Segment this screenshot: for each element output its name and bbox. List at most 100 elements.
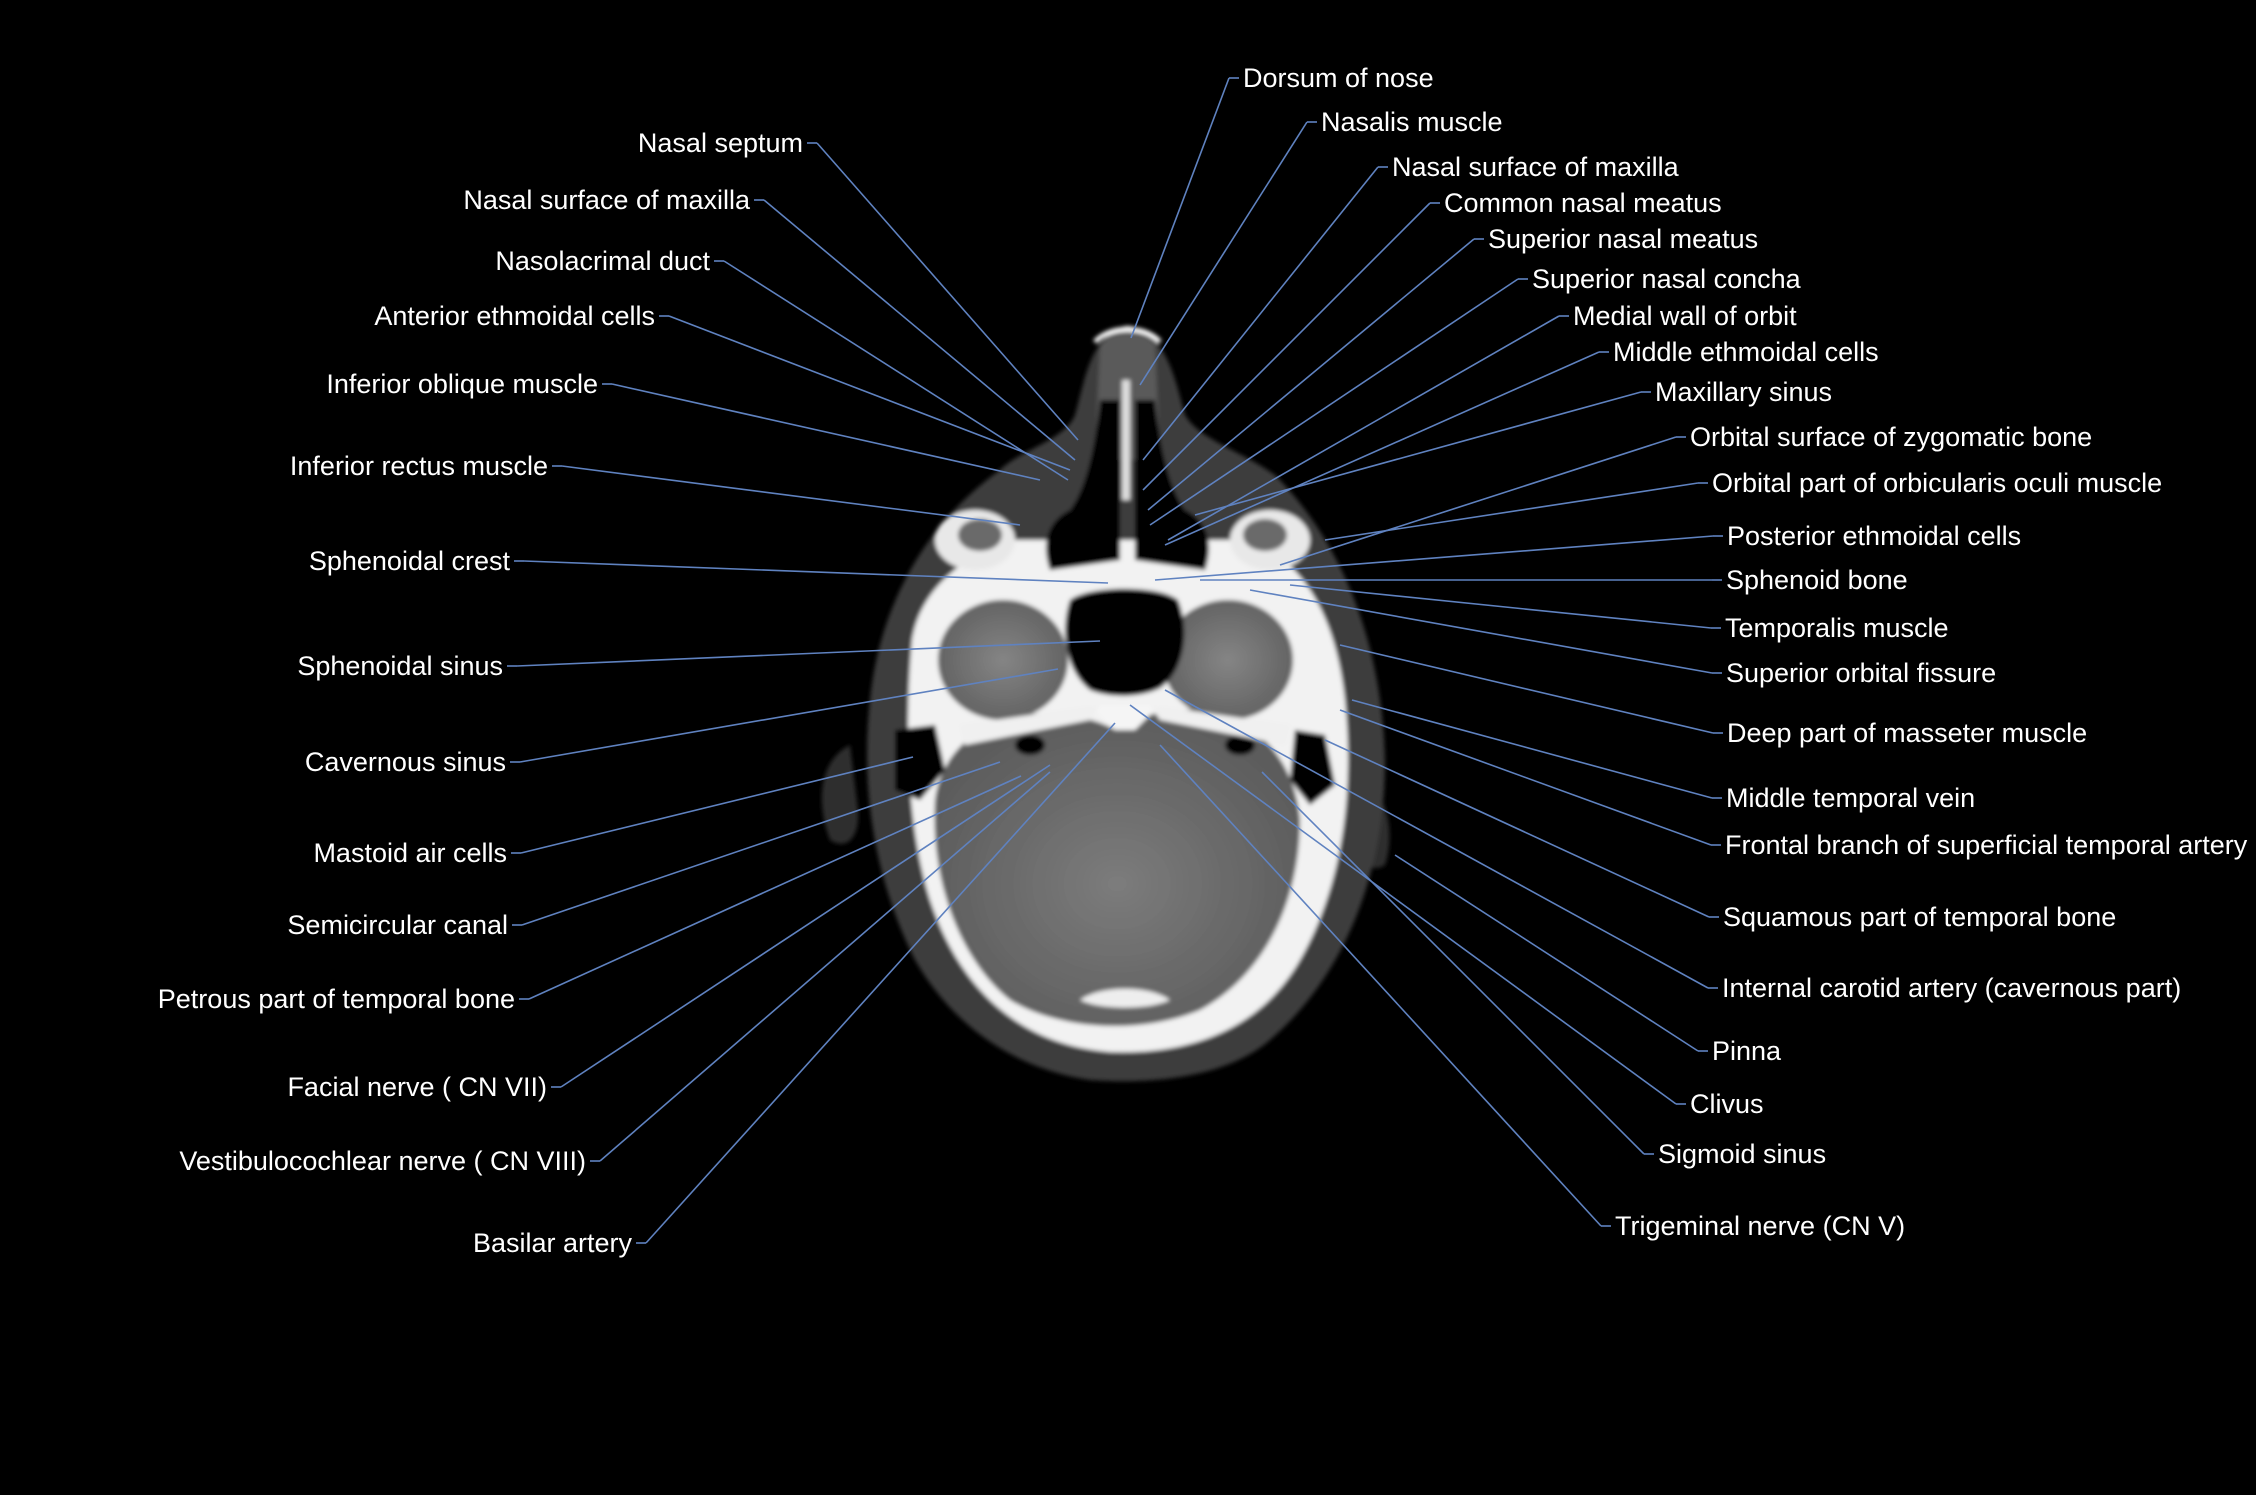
- annotation-dorsum-of-nose: Dorsum of nose: [1130, 63, 1434, 339]
- leader-line-deep-part-of-masseter-muscle: [1339, 644, 1714, 734]
- left-mastoid-air: [895, 725, 945, 800]
- label-nasolacrimal-duct: Nasolacrimal duct: [495, 246, 710, 276]
- label-sigmoid-sinus: Sigmoid sinus: [1658, 1139, 1826, 1169]
- annotation-basilar-artery: Basilar artery: [473, 722, 1116, 1258]
- left-orbit-content: [958, 519, 1002, 551]
- annotation-deep-part-of-masseter-muscle: Deep part of masseter muscle: [1339, 644, 2087, 748]
- label-sphenoidal-crest: Sphenoidal crest: [309, 546, 511, 576]
- right-ear-canal: [1225, 735, 1255, 755]
- annotation-nasal-surface-of-maxilla-left: Nasal surface of maxilla: [463, 185, 1076, 461]
- leader-line-squamous-part-of-temporal-bone: [1324, 739, 1710, 918]
- label-nasal-septum: Nasal septum: [638, 128, 803, 158]
- annotation-medial-wall-of-orbit: Medial wall of orbit: [1167, 301, 1797, 541]
- label-nasal-surface-of-maxilla-left: Nasal surface of maxilla: [463, 185, 751, 215]
- annotation-maxillary-sinus: Maxillary sinus: [1194, 377, 1832, 516]
- annotation-pinna: Pinna: [1394, 854, 1782, 1066]
- label-deep-part-of-masseter-muscle: Deep part of masseter muscle: [1727, 718, 2087, 748]
- label-mastoid-air-cells: Mastoid air cells: [313, 838, 507, 868]
- leader-line-sphenoidal-sinus: [516, 640, 1101, 667]
- label-basilar-artery: Basilar artery: [473, 1228, 633, 1258]
- label-dorsum-of-nose: Dorsum of nose: [1243, 63, 1434, 93]
- leader-line-nasal-surface-of-maxilla-right: [1142, 166, 1379, 461]
- leader-line-semicircular-canal: [521, 761, 1001, 926]
- left-temporal-lobe: [938, 600, 1068, 720]
- leader-line-superior-nasal-concha: [1149, 278, 1519, 526]
- label-anterior-ethmoidal-cells: Anterior ethmoidal cells: [374, 301, 655, 331]
- annotation-temporalis-muscle: Temporalis muscle: [1289, 584, 1949, 643]
- leader-line-sigmoid-sinus: [1261, 771, 1645, 1155]
- leader-line-vestibulocochlear-nerve: [599, 771, 1051, 1162]
- label-trigeminal-nerve: Trigeminal nerve (CN V): [1615, 1211, 1905, 1241]
- leader-line-posterior-ethmoidal-cells: [1154, 535, 1714, 581]
- annotation-internal-carotid-artery-cavernous-part: Internal carotid artery (cavernous part): [1164, 689, 2181, 1003]
- leader-line-frontal-branch-of-superficial-temporal-artery: [1339, 709, 1712, 846]
- leader-line-facial-nerve: [560, 764, 1051, 1088]
- leader-line-superior-orbital-fissure: [1249, 589, 1713, 674]
- label-superior-nasal-meatus: Superior nasal meatus: [1488, 224, 1758, 254]
- annotation-sphenoid-bone: Sphenoid bone: [1200, 565, 1908, 595]
- left-ear-canal: [1015, 735, 1045, 755]
- annotation-facial-nerve: Facial nerve ( CN VII): [287, 764, 1051, 1102]
- label-pinna: Pinna: [1712, 1036, 1782, 1066]
- annotation-squamous-part-of-temporal-bone: Squamous part of temporal bone: [1324, 739, 2116, 932]
- annotation-clivus: Clivus: [1129, 704, 1764, 1119]
- leader-line-basilar-artery: [645, 722, 1116, 1244]
- right-mastoid-air: [1290, 730, 1335, 805]
- annotation-nasal-septum: Nasal septum: [638, 128, 1079, 441]
- label-vestibulocochlear-nerve: Vestibulocochlear nerve ( CN VIII): [179, 1146, 586, 1176]
- annotation-orbital-part-of-orbicularis-oculi-muscle: Orbital part of orbicularis oculi muscle: [1324, 468, 2162, 541]
- annotation-nasalis-muscle: Nasalis muscle: [1139, 107, 1503, 386]
- annotation-vestibulocochlear-nerve: Vestibulocochlear nerve ( CN VIII): [179, 771, 1051, 1176]
- nasal-septum-shape: [1122, 380, 1130, 500]
- right-petrous-ridge: [1150, 705, 1290, 745]
- label-facial-nerve: Facial nerve ( CN VII): [287, 1072, 547, 1102]
- leader-line-temporalis-muscle: [1289, 584, 1712, 629]
- leader-line-inferior-oblique-muscle: [611, 383, 1041, 481]
- leader-line-petrous-part-of-temporal-bone: [528, 775, 1022, 1000]
- leader-line-anterior-ethmoidal-cells: [668, 315, 1071, 471]
- label-middle-temporal-vein: Middle temporal vein: [1726, 783, 1975, 813]
- leader-line-pinna: [1394, 854, 1699, 1052]
- label-semicircular-canal: Semicircular canal: [287, 910, 508, 940]
- annotation-inferior-rectus-muscle: Inferior rectus muscle: [290, 451, 1021, 526]
- annotation-frontal-branch-of-superficial-temporal-artery: Frontal branch of superficial temporal a…: [1339, 709, 2248, 860]
- annotation-sphenoidal-crest: Sphenoidal crest: [309, 546, 1109, 584]
- leader-line-clivus: [1129, 704, 1677, 1105]
- leader-line-nasolacrimal-duct: [723, 260, 1069, 481]
- right-temporal-lobe: [1163, 600, 1293, 720]
- label-nasalis-muscle: Nasalis muscle: [1321, 107, 1503, 137]
- leader-line-cavernous-sinus: [519, 668, 1059, 763]
- label-frontal-branch-of-superficial-temporal-artery: Frontal branch of superficial temporal a…: [1725, 830, 2248, 860]
- nasal-bone-tip: [1093, 326, 1162, 344]
- leader-line-orbital-surface-of-zygomatic-bone: [1279, 436, 1677, 566]
- annotation-anterior-ethmoidal-cells: Anterior ethmoidal cells: [374, 301, 1071, 471]
- annotation-cavernous-sinus: Cavernous sinus: [305, 668, 1059, 777]
- label-common-nasal-meatus: Common nasal meatus: [1444, 188, 1722, 218]
- annotation-posterior-ethmoidal-cells: Posterior ethmoidal cells: [1154, 521, 2021, 581]
- leader-line-nasalis-muscle: [1139, 121, 1308, 386]
- label-nasal-surface-of-maxilla-right: Nasal surface of maxilla: [1392, 152, 1680, 182]
- label-maxillary-sinus: Maxillary sinus: [1655, 377, 1832, 407]
- label-internal-carotid-artery-cavernous-part: Internal carotid artery (cavernous part): [1722, 973, 2181, 1003]
- label-inferior-rectus-muscle: Inferior rectus muscle: [290, 451, 548, 481]
- label-orbital-surface-of-zygomatic-bone: Orbital surface of zygomatic bone: [1690, 422, 2092, 452]
- label-posterior-ethmoidal-cells: Posterior ethmoidal cells: [1727, 521, 2021, 551]
- label-middle-ethmoidal-cells: Middle ethmoidal cells: [1613, 337, 1879, 367]
- nasal-cavity-air: [1046, 400, 1120, 570]
- leader-line-inferior-rectus-muscle: [561, 465, 1021, 526]
- leader-line-internal-carotid-artery-cavernous-part: [1164, 689, 1709, 989]
- label-sphenoidal-sinus: Sphenoidal sinus: [297, 651, 503, 681]
- label-sphenoid-bone: Sphenoid bone: [1726, 565, 1908, 595]
- annotation-nasal-surface-of-maxilla-right: Nasal surface of maxilla: [1142, 152, 1680, 461]
- annotation-orbital-surface-of-zygomatic-bone: Orbital surface of zygomatic bone: [1279, 422, 2092, 566]
- cerebellum-region: [934, 709, 1300, 1027]
- leader-line-dorsum-of-nose: [1130, 77, 1230, 339]
- annotation-middle-ethmoidal-cells: Middle ethmoidal cells: [1164, 337, 1879, 546]
- leader-line-sphenoidal-crest: [523, 560, 1109, 584]
- label-squamous-part-of-temporal-bone: Squamous part of temporal bone: [1723, 902, 2116, 932]
- leader-line-nasal-surface-of-maxilla-left: [763, 199, 1076, 461]
- annotation-nasolacrimal-duct: Nasolacrimal duct: [495, 246, 1069, 481]
- leader-line-middle-ethmoidal-cells: [1164, 351, 1600, 546]
- annotation-sigmoid-sinus: Sigmoid sinus: [1261, 771, 1826, 1169]
